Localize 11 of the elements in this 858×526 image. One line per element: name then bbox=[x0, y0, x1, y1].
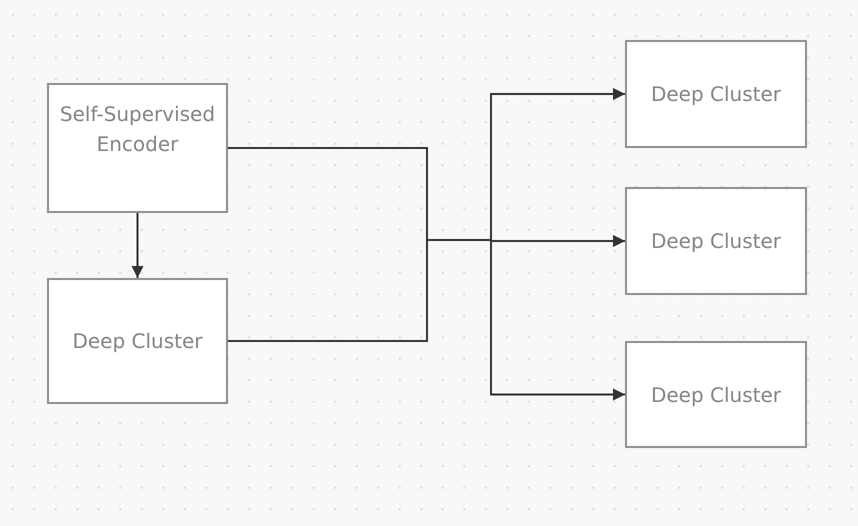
process-box bbox=[47, 83, 228, 213]
node-label: Deep Cluster bbox=[650, 228, 782, 255]
process-box bbox=[625, 40, 807, 148]
node-label: Deep Cluster bbox=[72, 328, 203, 355]
process-box bbox=[625, 341, 807, 448]
node-label: Deep Cluster bbox=[650, 382, 782, 408]
connector-arrow bbox=[132, 213, 144, 278]
process-box bbox=[47, 278, 228, 404]
node-label: Deep Cluster bbox=[650, 81, 782, 108]
process-box bbox=[625, 187, 807, 295]
node-label: Self-Supervised Encoder bbox=[58, 101, 216, 158]
